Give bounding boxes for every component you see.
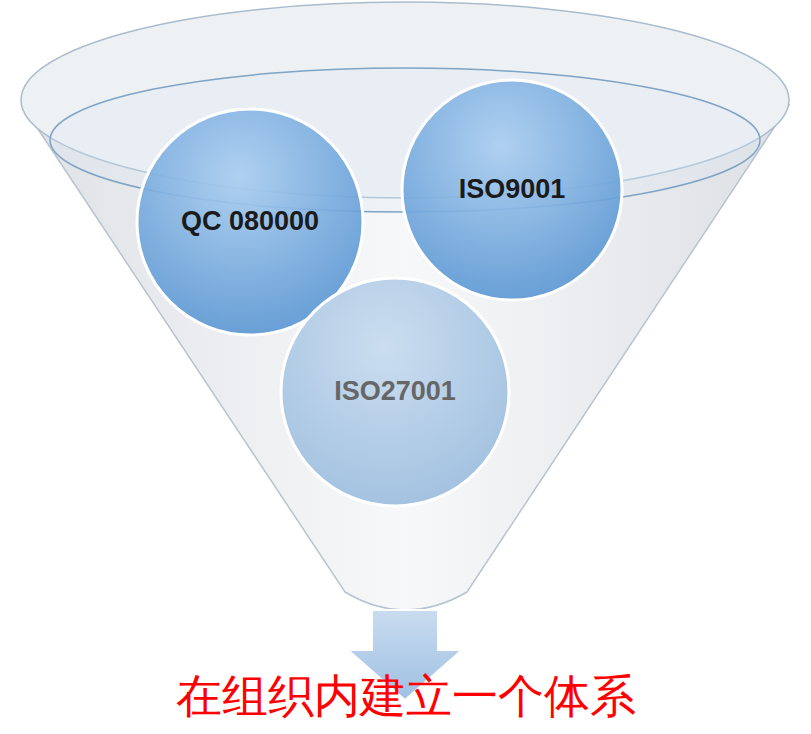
result-caption: 在组织内建立一个体系 (176, 666, 636, 728)
standard-name: QC 080000 (181, 206, 319, 237)
standard-name: ISO9001 (459, 174, 566, 205)
standard-circle: ISO9001 (400, 78, 624, 302)
standard-name: ISO27001 (334, 376, 456, 407)
standard-circle: ISO27001 (279, 276, 511, 508)
